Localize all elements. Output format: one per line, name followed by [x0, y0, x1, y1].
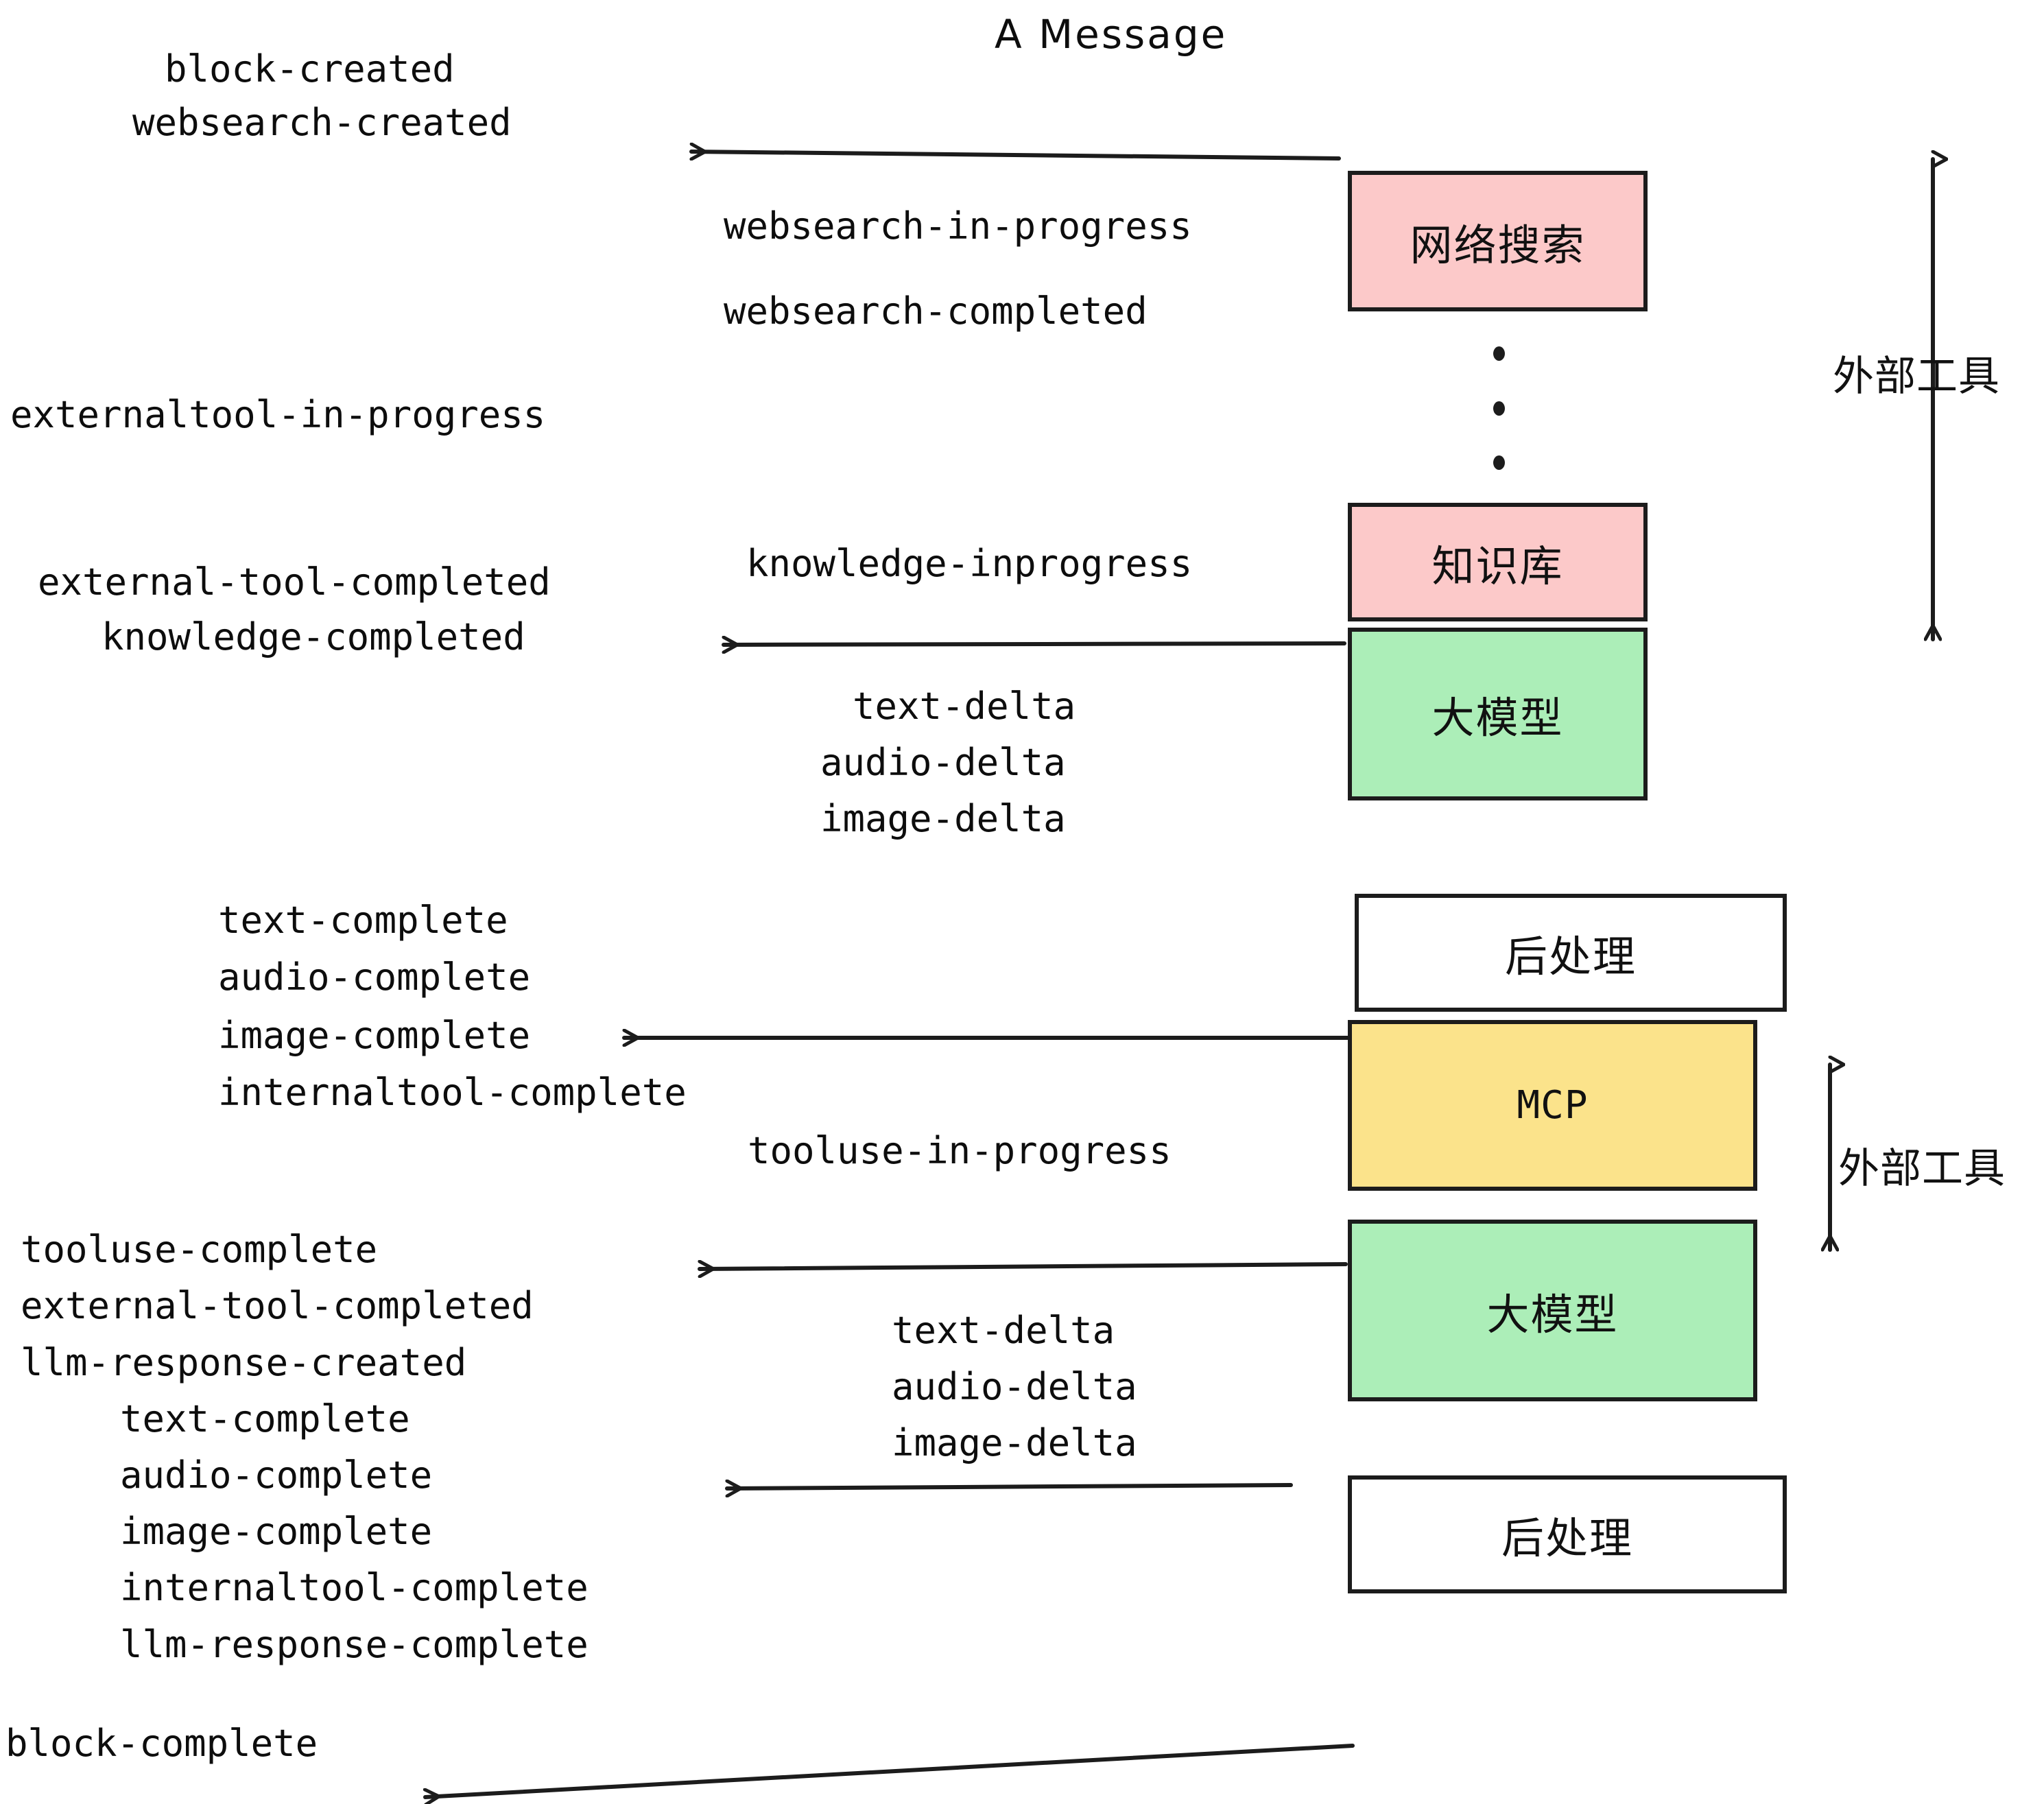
ellipsis-dot: [1493, 346, 1505, 361]
event-audio-delta-first: audio-delta: [820, 741, 1066, 784]
event-websearch-created: websearch-created: [132, 101, 512, 144]
event-text-delta-second: text-delta: [892, 1309, 1115, 1352]
vertical-ellipsis: [1492, 346, 1506, 470]
ellipsis-dot: [1493, 455, 1505, 470]
side-label-external-tools-bottom: 外部工具: [1838, 1145, 2006, 1193]
node-llm-first[interactable]: 大模型: [1348, 628, 1648, 800]
event-audio-complete-second: audio-complete: [120, 1453, 433, 1497]
arrow-websearch-to-block-created: [689, 152, 1341, 158]
node-postprocess-first-label: 后处理: [1504, 931, 1637, 982]
event-text-delta-first: text-delta: [853, 685, 1076, 728]
event-websearch-in-progress: websearch-in-progress: [724, 204, 1192, 248]
ellipsis-dot: [1493, 401, 1505, 416]
node-websearch[interactable]: 网络搜索: [1348, 171, 1648, 311]
event-internaltool-complete-second: internaltool-complete: [120, 1566, 589, 1609]
event-audio-complete-first: audio-complete: [218, 956, 531, 999]
event-knowledge-completed: knowledge-completed: [102, 615, 525, 658]
event-websearch-completed: websearch-completed: [724, 289, 1148, 333]
event-externaltool-in-progress: externaltool-in-progress: [10, 393, 546, 436]
node-knowledge-label: 知识库: [1431, 541, 1564, 591]
node-knowledge[interactable]: 知识库: [1348, 503, 1648, 621]
node-postprocess-second[interactable]: 后处理: [1348, 1475, 1787, 1593]
diagram-title: A Message: [995, 11, 1228, 58]
event-tooluse-complete: tooluse-complete: [21, 1228, 378, 1271]
event-block-created: block-created: [165, 47, 455, 91]
node-postprocess-first[interactable]: 后处理: [1355, 894, 1787, 1012]
node-mcp-label: MCP: [1517, 1083, 1589, 1128]
node-mcp[interactable]: MCP: [1348, 1020, 1757, 1191]
node-postprocess-second-label: 后处理: [1501, 1513, 1633, 1563]
arrow-knowledge-to-knowledge-completed: [722, 643, 1346, 645]
event-llm-response-complete: llm-response-complete: [120, 1623, 589, 1666]
side-label-external-tools-top: 外部工具: [1833, 353, 2000, 401]
node-websearch-label: 网络搜索: [1410, 219, 1586, 270]
event-text-complete-second: text-complete: [120, 1397, 410, 1440]
event-external-tool-completed-first: external-tool-completed: [38, 560, 551, 604]
event-external-tool-completed-second: external-tool-completed: [21, 1284, 534, 1327]
node-llm-first-label: 大模型: [1431, 693, 1564, 743]
node-llm-second-label: 大模型: [1486, 1289, 1619, 1340]
event-internaltool-complete-first: internaltool-complete: [218, 1071, 687, 1114]
event-llm-response-created: llm-response-created: [21, 1341, 467, 1384]
arrow-postprocess2-to-block-complete: [425, 1744, 1355, 1797]
event-image-complete-first: image-complete: [218, 1014, 531, 1057]
event-image-complete-second: image-complete: [120, 1510, 433, 1553]
event-text-complete-first: text-complete: [218, 899, 508, 942]
event-tooluse-in-progress: tooluse-in-progress: [748, 1129, 1172, 1172]
event-image-delta-second: image-delta: [892, 1421, 1137, 1464]
node-llm-second[interactable]: 大模型: [1348, 1220, 1757, 1401]
arrow-mcp-to-tooluse-complete: [698, 1264, 1348, 1269]
event-audio-delta-second: audio-delta: [892, 1365, 1137, 1408]
event-image-delta-first: image-delta: [820, 797, 1066, 840]
event-block-complete: block-complete: [5, 1722, 318, 1765]
arrow-llm2-to-audio-complete: [725, 1485, 1293, 1488]
event-knowledge-inprogress: knowledge-inprogress: [746, 542, 1193, 585]
